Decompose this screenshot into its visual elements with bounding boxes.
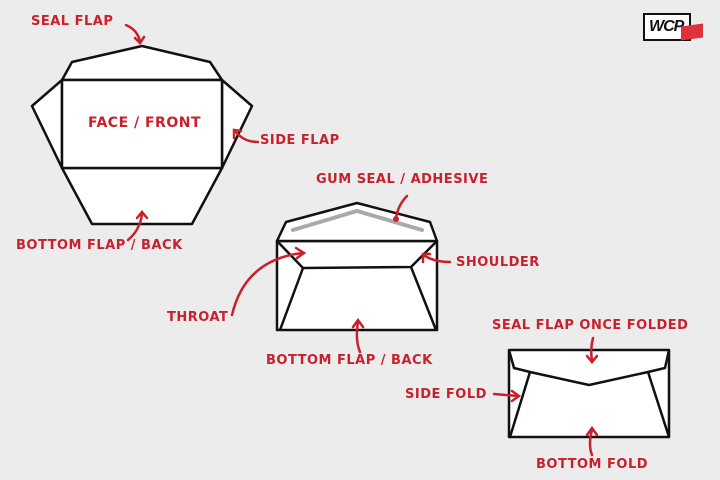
- gum-seal-strip: [291, 208, 424, 232]
- logo-text: WCP: [649, 18, 684, 35]
- label-side-fold: SIDE FOLD: [405, 387, 487, 402]
- annotation-arrows: [124, 23, 599, 457]
- label-throat: THROAT: [167, 310, 229, 325]
- closed-envelope: [507, 348, 671, 439]
- label-gum-seal: GUM SEAL / ADHESIVE: [316, 172, 489, 187]
- label-side-flap: SIDE FLAP: [260, 133, 340, 148]
- label-bottom-fold: BOTTOM FOLD: [536, 457, 649, 472]
- label-bottom-flap-back-2: BOTTOM FLAP / BACK: [266, 353, 433, 368]
- open-envelope: [275, 201, 439, 332]
- label-seal-flap: SEAL FLAP: [31, 14, 114, 29]
- label-face-front: FACE / FRONT: [88, 115, 202, 131]
- unfolded-envelope: [30, 44, 254, 226]
- label-shoulder: SHOULDER: [456, 255, 540, 270]
- label-bottom-flap-back-1: BOTTOM FLAP / BACK: [16, 238, 183, 253]
- label-seal-flap-once-folded: SEAL FLAP ONCE FOLDED: [492, 318, 689, 333]
- wcp-logo: WCP: [643, 13, 703, 41]
